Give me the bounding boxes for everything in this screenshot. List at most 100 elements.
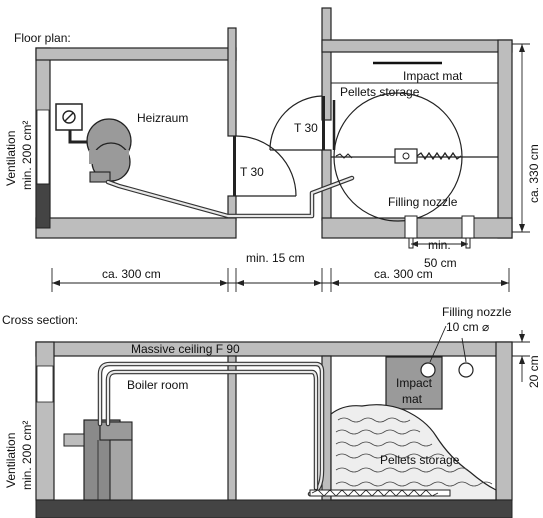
arrow-c [236, 280, 244, 286]
nozzle-right-neck [465, 237, 471, 249]
pellet-pile [330, 404, 497, 501]
pellet-texture-5 [335, 467, 469, 473]
nozzle-left-body [404, 215, 418, 239]
storage-right-wall [497, 39, 513, 239]
feed-pipe-inner [106, 176, 354, 218]
control-dial-icon [62, 110, 76, 124]
door-left-leaf [233, 136, 236, 196]
nozzle-gap-value: 50 cm [424, 256, 457, 270]
boiler-body [89, 150, 129, 164]
door-right: T 30 [269, 95, 336, 151]
door-right-label: T 30 [294, 121, 318, 135]
floor-plan: Floor plan: Ventilation min. 200 cm² [4, 7, 541, 292]
extraction-screw-section [309, 489, 451, 497]
pellet-texture-4 [335, 453, 445, 459]
height-arrow-top [519, 44, 525, 52]
cross-section: Cross section: Ventilation min. 200 cm² … [2, 305, 541, 518]
arrow-d [314, 280, 322, 286]
filling-nozzle-right-icon [458, 362, 474, 378]
pellet-feed-pipe-floor [105, 175, 355, 219]
suction-pipe-section [97, 361, 325, 497]
door-left-swing [235, 135, 297, 197]
cross-section-title: Cross section: [2, 313, 78, 327]
heizraum-top-wall [35, 47, 237, 61]
ventilation-label-floor: Ventilation [4, 131, 18, 186]
nozzle-leader-left [429, 325, 447, 363]
boiler-base [89, 171, 111, 183]
height-dimension: ca. 330 cm [512, 43, 541, 233]
offset-arrow-bottom [519, 356, 525, 364]
control-dial-mark [64, 112, 74, 122]
ventilation-opening-section [36, 365, 54, 403]
offset-label: 20 cm [527, 355, 541, 388]
boiler-top-panel [99, 421, 133, 441]
nozzle-gap-arrow-left [411, 241, 418, 247]
ceiling-slab [35, 341, 513, 357]
floor-plan-title: Floor plan: [14, 31, 71, 45]
width-right-label: ca. 300 cm [374, 267, 433, 281]
right-wall-section [495, 341, 513, 501]
impact-mat-label-floor: Impact mat [403, 69, 463, 83]
filling-nozzle-left-icon [420, 362, 436, 378]
door-left: T 30 [233, 135, 297, 197]
filling-nozzle-label-section: Filling nozzle [442, 305, 512, 319]
boiler-room-label: Boiler room [127, 378, 188, 392]
ventilation-label-section: Ventilation [4, 433, 18, 488]
return-pipe-inner [106, 370, 318, 490]
screw-conveyor-spiral [416, 151, 462, 161]
height-label: ca. 330 cm [527, 144, 541, 203]
pellet-texture-6 [335, 481, 493, 487]
pellets-storage-label-floor: Pellets storage [340, 85, 420, 99]
pellets-storage-floor: Impact mat Pellets storage Filling nozzl… [331, 61, 498, 222]
nozzle-diameter-label: 10 cm ⌀ [446, 320, 489, 334]
ventilation-min-floor: min. 200 cm² [20, 121, 34, 190]
arrow-a [52, 280, 60, 286]
floor-slab [35, 499, 513, 518]
impact-mat-label-line1: Impact [396, 376, 433, 390]
middle-wall-section [227, 355, 237, 501]
conveyor-spiral-left [335, 153, 353, 159]
heizraum-label: Heizraum [137, 111, 188, 125]
pellet-texture-2 [335, 429, 421, 435]
door-right-swing [269, 95, 323, 151]
pellet-texture-1 [337, 417, 411, 423]
offset-arrow-top [519, 334, 525, 342]
flue-connector [68, 130, 92, 144]
extraction-unit [394, 148, 418, 164]
suction-pipe-inner [98, 362, 324, 496]
extraction-unit-center [402, 152, 410, 160]
nozzle-gap-arrow-right [461, 241, 468, 247]
storage-top-wall [321, 39, 513, 53]
bottom-outer-wall-left [35, 217, 237, 239]
filling-nozzles-floor: min. 50 cm [404, 215, 475, 270]
gap-min-label: min. 15 cm [246, 251, 305, 265]
ceiling-label: Massive ceiling F 90 [131, 342, 240, 356]
storage-left-wall-upper [321, 7, 332, 121]
nozzle-gap-min: min. [428, 238, 451, 252]
boiler-section [63, 419, 133, 501]
nozzle-leader-right [461, 337, 467, 363]
pellets-storage-section: Impact mat Filling nozzle 10 cm ⌀ Pellet… [309, 305, 512, 501]
height-arrow-bottom [519, 224, 525, 232]
nozzle-right-body [461, 215, 475, 239]
impact-mat-label-line2: mat [402, 392, 423, 406]
boiler-side-panel [109, 439, 133, 501]
offset-dimension: 20 cm [512, 330, 541, 388]
width-dimensions: ca. 300 cm min. 15 cm ca. 300 cm [51, 251, 510, 292]
pellets-storage-label-section: Pellets storage [380, 453, 460, 467]
wall-ledge [35, 183, 51, 229]
arrow-e [331, 280, 339, 286]
nozzle-left-neck [408, 237, 414, 249]
door-right-leaf [322, 96, 325, 150]
ventilation-min-section: min. 200 cm² [20, 421, 34, 490]
pellet-texture-3 [335, 441, 433, 447]
ash-box [63, 433, 85, 447]
boiler-floor [55, 103, 132, 183]
ventilation-opening [36, 109, 50, 185]
arrow-b [220, 280, 228, 286]
heizraum-right-wall-upper [227, 27, 237, 137]
extraction-screw-flights [311, 489, 439, 497]
arrow-f [501, 280, 509, 286]
filling-nozzle-label-floor: Filling nozzle [388, 195, 458, 209]
